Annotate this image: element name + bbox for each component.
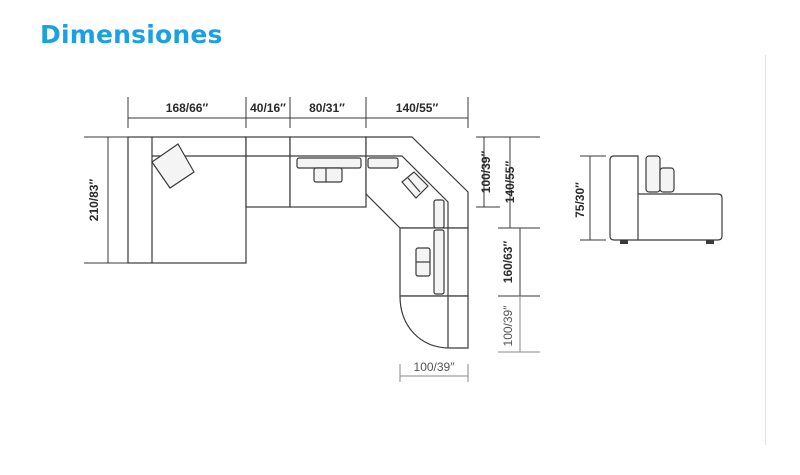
headrest-corner [367,157,399,169]
dim-right-160: 160/63″ [501,241,515,284]
dim-top-80: 80/31″ [309,101,345,115]
side-headrest [645,155,661,193]
dim-top-140: 140/55″ [396,101,439,115]
headrest-right [433,229,445,295]
dim-top-40: 40/16″ [250,101,286,115]
left-chaise [127,136,247,264]
dim-right-140: 140/55″ [503,161,517,204]
dim-side-75: 75/30″ [573,182,587,218]
dim-bottom-100: 100/39″ [414,360,456,374]
dim-top-168: 168/66″ [166,101,209,115]
pillow-left [151,143,195,189]
right-divider [765,55,766,445]
right-dimension-lines [476,136,540,353]
armless-seat [245,136,291,208]
page-title: Dimensiones [40,20,223,49]
side-leg-right [706,240,714,244]
rounded-end [399,295,469,349]
dim-left-210: 210/83″ [87,179,101,222]
dim-right-100-upper: 100/39″ [479,151,493,194]
side-leg-left [620,240,628,244]
side-cushion [659,167,675,193]
headrest-middle [296,157,362,169]
top-dimension-line [127,97,469,128]
headrest-corner-2 [433,199,445,229]
console-middle [313,167,343,183]
left-dimension-line [84,136,128,264]
sofa-plan-view [127,136,469,349]
side-elevation-view [580,155,723,244]
dim-right-100-lower: 100/39″ [501,305,515,347]
bottom-dimension-line [399,364,469,382]
